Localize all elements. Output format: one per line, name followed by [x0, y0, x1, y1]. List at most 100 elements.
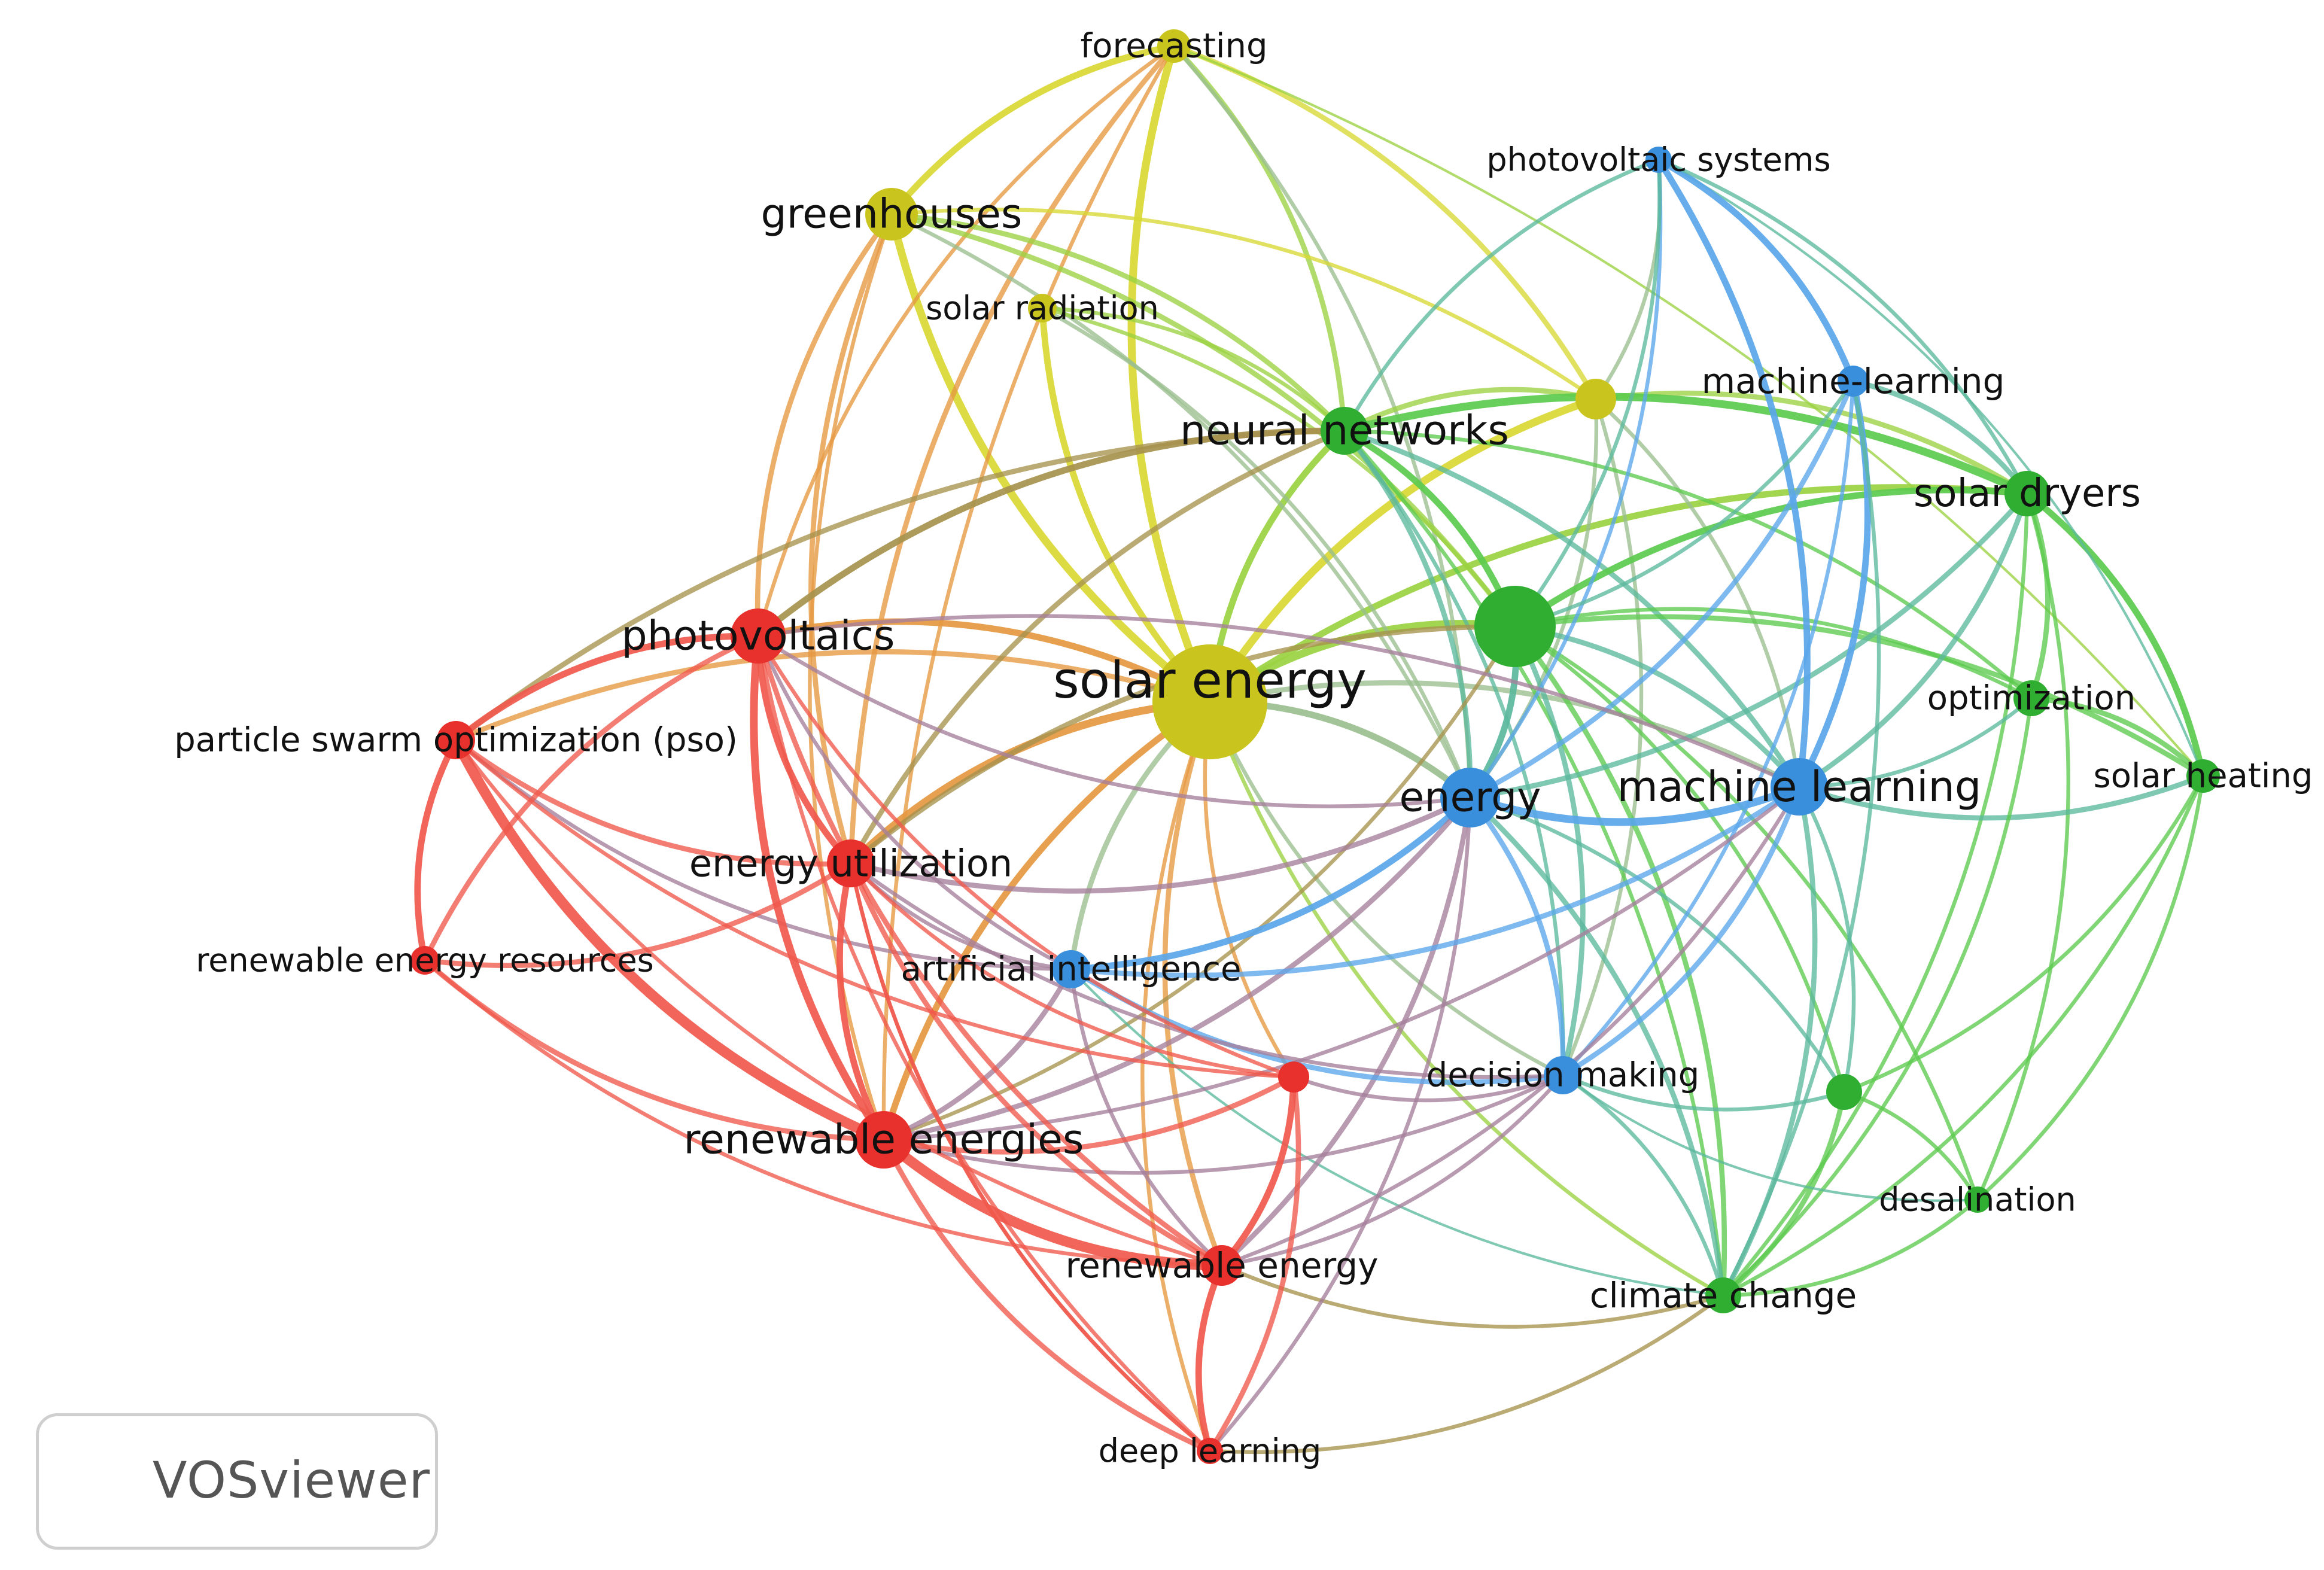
edge-machine_learning-renewable_energies [881, 784, 1802, 1142]
node-label-renewable-energy: renewable energy [1066, 1245, 1379, 1286]
node-solar-dryers[interactable] [2004, 471, 2050, 516]
node-climate-change[interactable] [1705, 1277, 1741, 1313]
node-label-solar-radiation: solar radiation [926, 290, 1159, 327]
edge-neural_networks-climate_change [1342, 428, 1726, 1298]
node-label-photovoltaic-systems: photovoltaic systems [1486, 141, 1830, 179]
edge-energy-deep_learning [1207, 795, 1473, 1453]
edge-red_unlabeled-decision_making [1291, 1073, 1565, 1103]
edge-green_center-solar_heating [1512, 614, 2206, 779]
edge-solar_radiation-energy [1040, 306, 1473, 800]
edge-greenhouses-energy [889, 212, 1473, 800]
node-solar-energy[interactable] [1152, 644, 1267, 759]
edge-climate_change-renewable_energy [1219, 1263, 1726, 1329]
edge-neural_networks-machine_learning [1342, 428, 1802, 790]
edge-solar_heating-climate_change [1721, 774, 2206, 1298]
edge-photovoltaics-renewable_energy [755, 633, 1225, 1268]
edge-machine_dash_learning-decision_making [1561, 379, 1855, 1078]
node-machine-learning[interactable] [1771, 758, 1828, 816]
node-green-unlabeled[interactable] [1826, 1074, 1862, 1110]
node-label-machine-learning: machine learning [1617, 762, 1982, 811]
node-solar-heating[interactable] [2186, 759, 2220, 793]
edge-pso-red_unlabeled [454, 738, 1296, 1079]
node-renewable-energy[interactable] [1201, 1245, 1242, 1286]
edge-renewable_energies-red_unlabeled [881, 1074, 1297, 1155]
edge-energy_utilization-renewable_energies [836, 860, 887, 1143]
node-solar-radiation[interactable] [1028, 294, 1057, 322]
edge-green_center-desalination [1513, 624, 1980, 1202]
edge-energy-renewable_energy [1219, 795, 1473, 1268]
edge-photovoltaics-renewable_energy_resources [422, 633, 761, 963]
edge-energy-artificial_intelligence [1067, 794, 1474, 973]
node-deep-learning[interactable] [1197, 1438, 1223, 1464]
node-red-unlabeled[interactable] [1278, 1061, 1309, 1093]
edge-greenhouses-neural_networks [889, 211, 1347, 434]
edge-photovoltaic_systems-machine_learning [1655, 156, 1811, 790]
node-optimization[interactable] [2013, 680, 2049, 716]
node-decision-making[interactable] [1544, 1056, 1582, 1094]
edge-neural_networks-decision_making [1342, 428, 1565, 1078]
node-label-energy: energy [1400, 774, 1541, 821]
edge-green_unlabeled-climate_change [1720, 1089, 1847, 1298]
node-greenhouses[interactable] [865, 188, 918, 241]
node-photovoltaics[interactable] [731, 608, 786, 664]
edge-decision_making-desalination [1561, 1073, 1979, 1202]
edge-red_unlabeled-renewable_energy [1218, 1073, 1297, 1269]
node-energy-utilization[interactable] [827, 839, 875, 887]
node-yellow-unlabeled[interactable] [1575, 379, 1616, 419]
edge-energy-photovoltaics [756, 634, 1473, 808]
node-label-machine-dash-learning: machine-learning [1702, 361, 2005, 401]
node-energy[interactable] [1440, 768, 1500, 827]
node-renewable-energies[interactable] [855, 1111, 912, 1169]
edge-solar_energy-renewable_energy [1162, 699, 1225, 1268]
edge-solar_energy-energy_utilization [847, 698, 1214, 868]
node-label-artificial-intelligence: artificial intelligence [901, 950, 1241, 989]
edge-machine_dash_learning-solar_dryers [1850, 378, 2030, 497]
edge-neural_networks-energy_utilization [848, 428, 1347, 866]
edge-renewable_energies-deep_learning [881, 1137, 1213, 1454]
edge-forecasting-neural_networks [1171, 43, 1347, 434]
node-label-desalination: desalination [1879, 1181, 2076, 1219]
node-neural-networks[interactable] [1321, 407, 1368, 455]
edge-energy_utilization-renewable_energy_resources [422, 860, 854, 968]
node-forecasting[interactable] [1157, 29, 1191, 63]
node-label-neural-networks: neural networks [1180, 407, 1509, 455]
edge-photovoltaic_systems-energy [1468, 157, 1663, 800]
edge-energy-energy_utilization [848, 795, 1473, 894]
node-label-renewable-energy-resources: renewable energy resources [196, 942, 654, 979]
edge-solar_energy-deep_learning [1140, 699, 1212, 1453]
edge-artificial_intelligence-renewable_energy [1069, 967, 1224, 1268]
edge-green_center-solar_dryers [1511, 486, 2031, 630]
edge-optimization-climate_change [1721, 696, 2034, 1298]
node-label-deep-learning: deep learning [1099, 1432, 1321, 1470]
edge-yellow_unlabeled-neural_networks [1342, 387, 1599, 434]
edge-solar_energy-solar_radiation [1039, 305, 1213, 705]
node-label-pso: particle swarm optimization (pso) [174, 721, 738, 760]
edge-deep_learning-climate_change [1207, 1293, 1726, 1455]
edge-solar_radiation-green_center [1040, 306, 1517, 629]
edge-green_center-optimization [1513, 607, 2034, 701]
edge-solar_dryers-desalination [1975, 491, 2070, 1202]
node-green-center[interactable] [1474, 586, 1556, 667]
node-artificial-intelligence[interactable] [1052, 950, 1090, 988]
edge-machine_learning-decision_making [1560, 784, 1802, 1078]
edge-forecasting-photovoltaics [756, 44, 1176, 638]
edge-energy_utilization-renewable_energy [848, 860, 1225, 1268]
edge-decision_making-renewable_energies [881, 1073, 1565, 1175]
node-label-solar-heating: solar heating [2094, 757, 2313, 796]
node-photovoltaic-systems[interactable] [1645, 147, 1672, 173]
edge-green_unlabeled-energy [1468, 795, 1847, 1094]
edge-renewable_energies-renewable_energy [878, 1134, 1227, 1271]
edge-green_unlabeled-desalination [1842, 1090, 1980, 1202]
edge-deep_learning-energy_utilization [848, 861, 1212, 1453]
edge-solar_dryers-optimization [2024, 491, 2051, 701]
node-label-energy-utilization: energy utilization [689, 842, 1012, 886]
node-machine-dash-learning[interactable] [1838, 366, 1869, 397]
edge-photovoltaic_systems-solar_dryers [1656, 157, 2030, 496]
edge-green_center-green_unlabeled [1513, 624, 1847, 1094]
node-renewable-energy-resources[interactable] [410, 946, 439, 975]
node-desalination[interactable] [1964, 1186, 1991, 1213]
edge-greenhouses-photovoltaics [755, 211, 895, 639]
node-pso[interactable] [437, 721, 475, 759]
edge-yellow_unlabeled-machine_learning [1593, 397, 1802, 789]
